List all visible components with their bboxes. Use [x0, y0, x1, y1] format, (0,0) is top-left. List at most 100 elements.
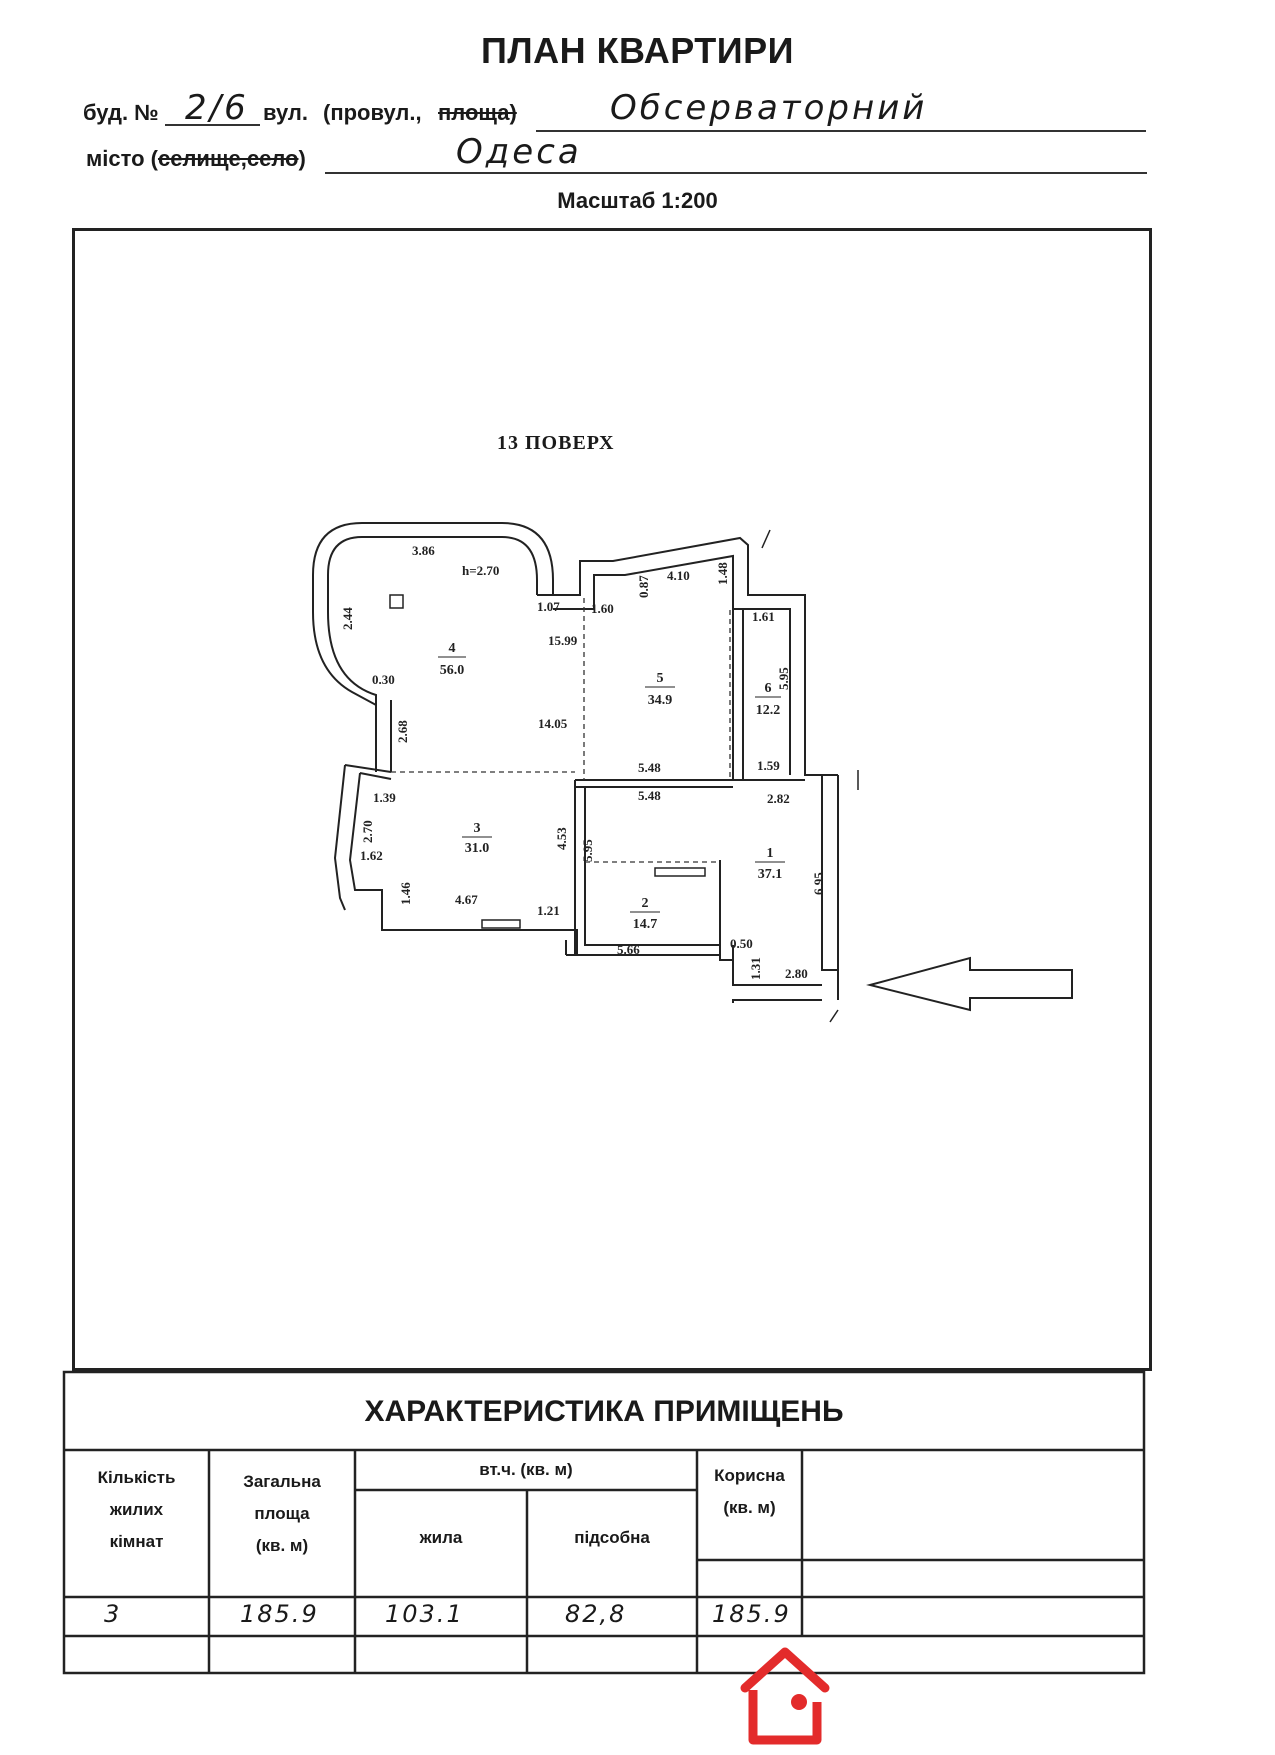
city-underline: [325, 172, 1147, 174]
building-label: буд. №: [83, 100, 159, 125]
header-useful-line1: Корисна: [714, 1466, 785, 1485]
building-number: 2/6: [185, 88, 249, 128]
room-2-number: 2: [642, 896, 649, 911]
room-5-number: 5: [657, 671, 664, 686]
value-rooms: 3: [104, 1600, 122, 1628]
dim-0-87: 0.87: [636, 575, 651, 598]
value-aux: 82,8: [565, 1600, 627, 1628]
wall-bay-outer: [312, 522, 554, 707]
column-marker: [389, 594, 404, 609]
dim-5-66: 5.66: [617, 942, 640, 957]
city-value: Одеса: [456, 132, 582, 172]
dim-4-53: 4.53: [554, 827, 569, 850]
header-total: Загальна площа (кв. м): [209, 1466, 355, 1562]
room-3-number: 3: [474, 821, 481, 836]
dim-2-68: 2.68: [395, 720, 410, 743]
dim-5-95-a: 5.95: [776, 667, 791, 690]
header-rooms: Кількість жилих кімнат: [64, 1462, 209, 1558]
room-3-area: 31.0: [465, 841, 490, 856]
header-total-line2: площа: [254, 1504, 310, 1523]
wall-top-inner: [553, 554, 791, 775]
value-living: 103.1: [385, 1600, 464, 1628]
dim-h-2-70: h=2.70: [462, 563, 499, 578]
room-4-number: 4: [449, 641, 456, 656]
wall-interior-mid: [575, 779, 805, 788]
dim-3-86: 3.86: [412, 543, 435, 558]
entry-arrow: [866, 956, 1073, 1012]
radiator-2: [481, 919, 521, 929]
room-4-area: 56.0: [440, 663, 465, 678]
header-total-line3: (кв. м): [255, 1536, 309, 1555]
wall-right: [821, 775, 839, 1000]
header-useful: Корисна (кв. м): [697, 1460, 802, 1524]
dim-0-50: 0.50: [730, 936, 753, 951]
dim-2-44: 2.44: [340, 607, 355, 630]
street-value: Обсерваторний: [610, 88, 928, 128]
wall-room6: [732, 609, 744, 780]
room-1-area: 37.1: [758, 867, 783, 882]
street-label-mid: (провул.,: [323, 100, 422, 125]
dim-5-95-b: 5.95: [580, 839, 595, 862]
dim-14-05: 14.05: [538, 716, 568, 731]
dim-2-80: 2.80: [785, 966, 808, 981]
street-label-prefix: вул.: [263, 100, 309, 125]
room-2-area: 14.7: [633, 917, 658, 932]
dim-5-48-a: 5.48: [638, 760, 661, 775]
wall-bay-inner: [327, 536, 538, 712]
wall-top-outer: [537, 536, 838, 776]
scale-label: Масштаб 1:200: [557, 188, 718, 213]
header-rooms-line2: жилих: [109, 1500, 164, 1519]
dim-1-46: 1.46: [398, 882, 413, 905]
value-useful: 185.9: [712, 1600, 791, 1628]
dim-2-82: 2.82: [767, 791, 790, 806]
value-total: 185.9: [240, 1600, 319, 1628]
plan-frame: [72, 228, 1152, 1371]
dim-1-61: 1.61: [752, 609, 775, 624]
dim-15-99: 15.99: [548, 633, 578, 648]
room-6-area: 12.2: [756, 703, 781, 718]
dim-1-48: 1.48: [715, 562, 730, 585]
wall-room3-top: [344, 764, 392, 780]
city-label-end: ): [298, 146, 306, 171]
floor-plan: 4 56.0 5 34.9 6 12.2 3 31.0 1 37.1 2 14.…: [312, 522, 1073, 1023]
city-label: місто (селище,село): [86, 146, 306, 172]
dim-2-70: 2.70: [360, 820, 375, 843]
wall-room3-left: [333, 764, 383, 911]
wall-interior-2: [719, 860, 734, 960]
tick-marks: [761, 529, 859, 1023]
house-logo-icon: [740, 1647, 830, 1745]
document-title: ПЛАН КВАРТИРИ: [480, 30, 795, 71]
dim-1-60: 1.60: [591, 601, 614, 616]
radiator-1: [654, 867, 706, 877]
dim-1-39: 1.39: [373, 790, 396, 805]
wall-interior-1: [574, 780, 721, 955]
header-aux: підсобна: [574, 1528, 650, 1547]
room-1-number: 1: [767, 846, 774, 861]
dim-4-67: 4.67: [455, 892, 478, 907]
street-label-struck: площа): [438, 100, 517, 125]
dim-4-10: 4.10: [667, 568, 690, 583]
header-total-line1: Загальна: [243, 1472, 321, 1491]
city-label-struck: селище,село: [157, 146, 299, 171]
building-underline: [165, 124, 260, 126]
header-useful-line2: (кв. м): [723, 1498, 776, 1517]
dim-1-07: 1.07: [537, 599, 560, 614]
street-underline: [536, 130, 1146, 132]
dim-1-21: 1.21: [537, 903, 560, 918]
header-living: жила: [419, 1528, 463, 1547]
header-rooms-line1: Кількість: [97, 1468, 176, 1487]
header-rooms-line3: кімнат: [109, 1532, 164, 1551]
city-label-start: місто (: [86, 146, 158, 171]
table-title: ХАРАКТЕРИСТИКА ПРИМІЩЕНЬ: [364, 1395, 844, 1428]
dim-6-95: 6.95: [811, 872, 826, 895]
dim-1-31: 1.31: [748, 957, 763, 980]
header-incl: вт.ч. (кв. м): [479, 1460, 573, 1479]
dim-1-59: 1.59: [757, 758, 780, 773]
dim-5-48-b: 5.48: [638, 788, 661, 803]
room-5-area: 34.9: [648, 693, 673, 708]
dim-0-30: 0.30: [372, 672, 395, 687]
room-6-number: 6: [765, 681, 772, 696]
wall-room4-left: [375, 700, 392, 772]
floor-label: 13 ПОВЕРХ: [497, 432, 615, 454]
